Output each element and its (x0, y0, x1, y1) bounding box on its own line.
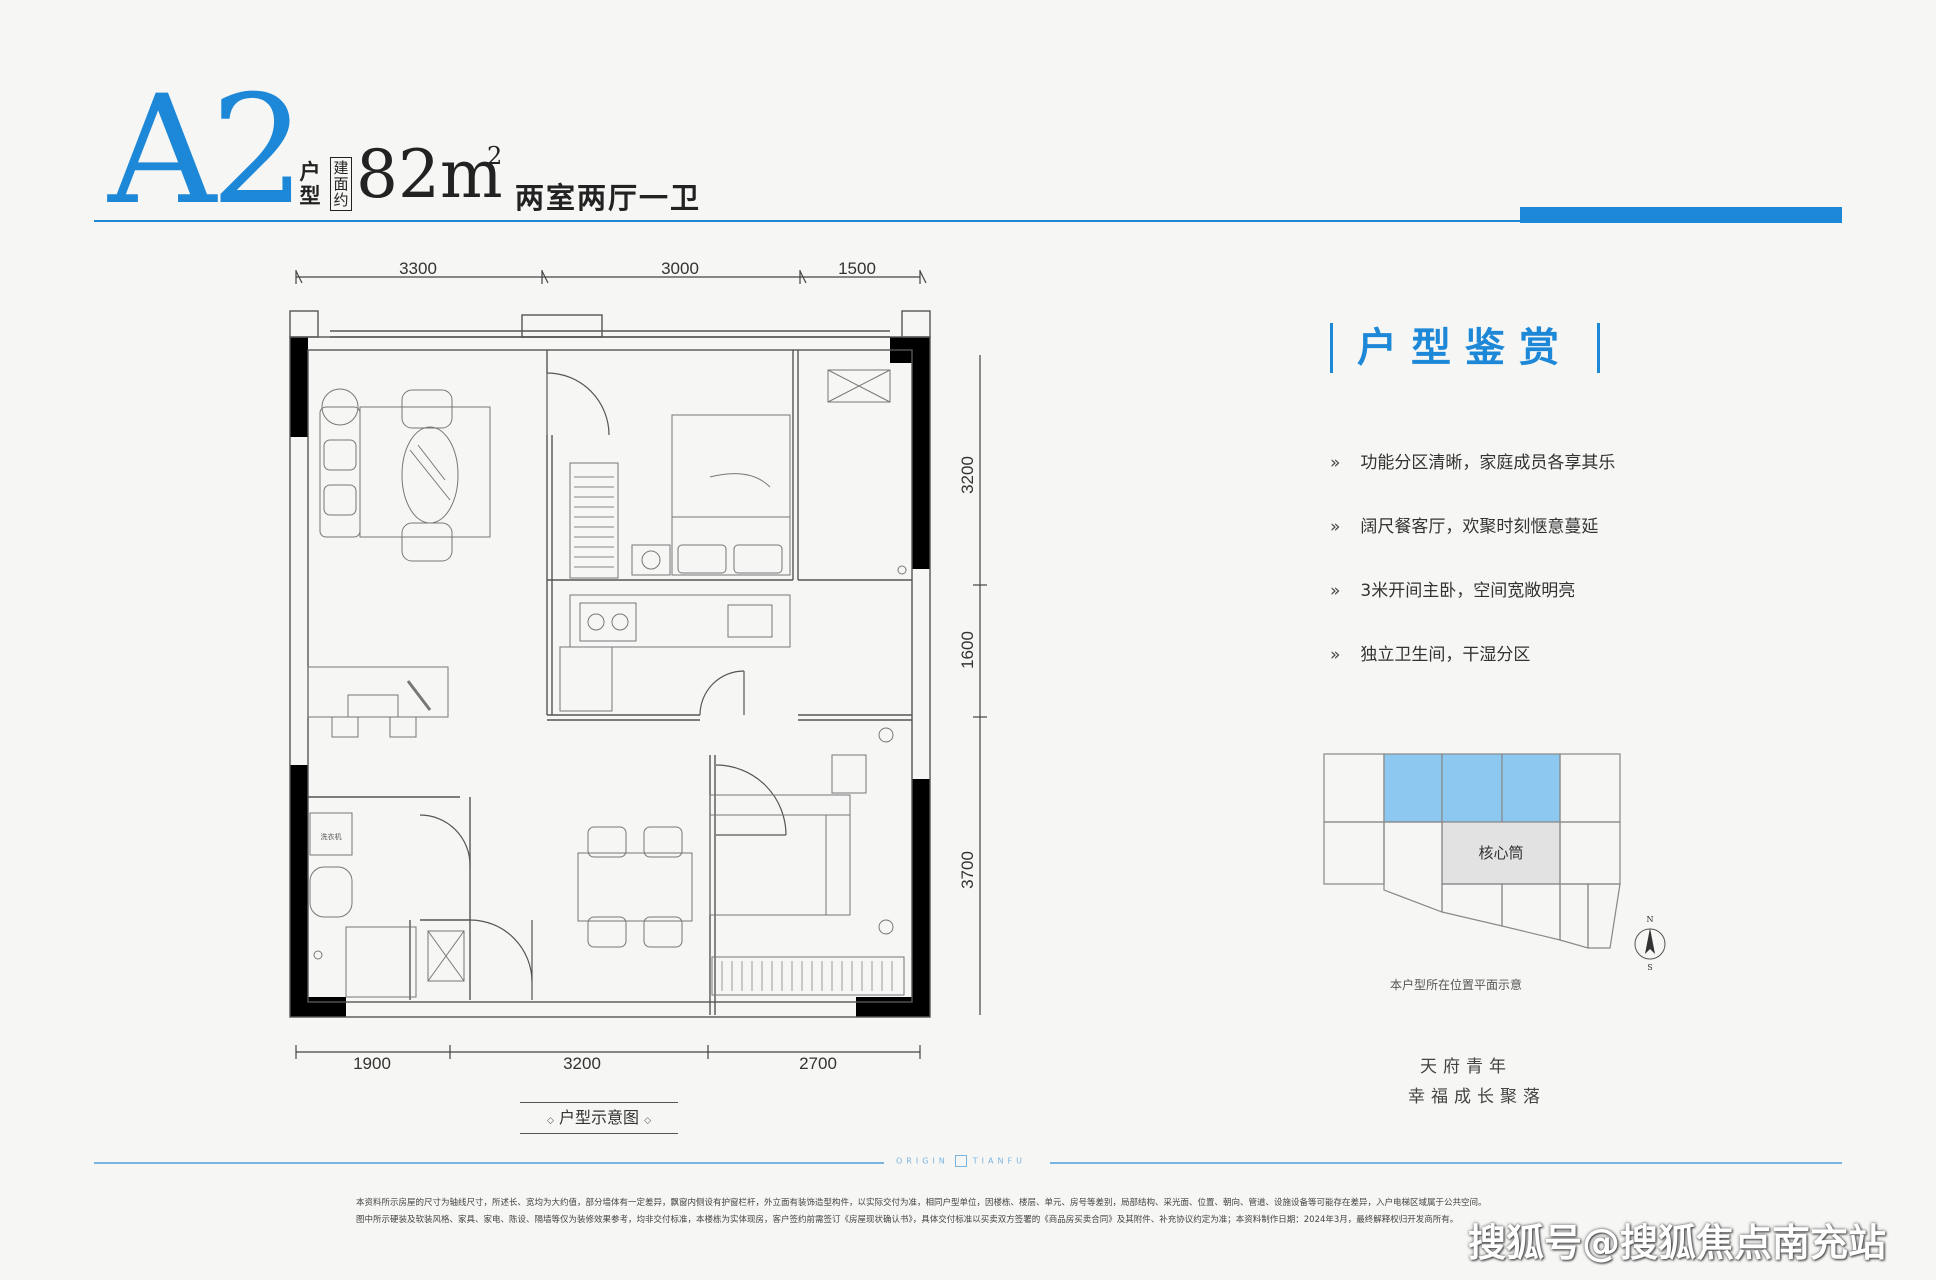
title-underline (94, 220, 1842, 222)
type-code: A2 (108, 64, 306, 238)
gallery-title: 户型鉴赏 (1330, 323, 1600, 373)
plant (321, 388, 359, 426)
disclaimer-line-1: 本资料所示房屋的尺寸为轴线尺寸，所述长、宽均为大约值，部分墙体有一定差异，飘窗内… (356, 1198, 1487, 1208)
washer-label: 洗衣机 (321, 832, 342, 841)
wall-nw (290, 337, 308, 437)
dim-bottom-2: 3200 (563, 1054, 601, 1073)
plan-caption: ◇ 户型示意图 ◇ (520, 1102, 678, 1134)
kitchen-counter (569, 594, 791, 648)
bullet-chevron-icon: » (1330, 453, 1341, 473)
area-unit-superscript: 2 (487, 142, 503, 170)
bullet-chevron-icon: » (1330, 581, 1341, 601)
bullet-chevron-icon: » (1330, 645, 1341, 665)
brand-mark-icon (954, 1155, 967, 1167)
footer-rule-right (1050, 1162, 1842, 1164)
floor-plan: 洗衣机 3300 3000 1500 1900 3200 2700 6000 2… (289, 259, 987, 1073)
feature-text: 功能分区清晰，家庭成员各享其乐 (1360, 453, 1616, 473)
dim-right-2: 1600 (958, 631, 977, 669)
wall-se (912, 779, 930, 1017)
title-accent-bar (1520, 207, 1842, 223)
wall-ne (912, 337, 930, 569)
brand-logo: ORIGIN TIANFU (896, 1155, 1026, 1167)
highlight-unit-1 (1383, 753, 1443, 823)
dim-right-1: 3200 (958, 456, 977, 494)
desk-chair (831, 754, 867, 794)
feature-item: » 独立卫生间，干湿分区 (1330, 640, 1530, 665)
location-caption: 本户型所在位置平面示意 (1390, 978, 1523, 992)
type-label: 户型 (299, 160, 321, 208)
diamond-icon: ◇ (644, 1116, 652, 1126)
living-rug (359, 406, 491, 538)
dim-right-3: 3700 (958, 851, 977, 889)
toilet (309, 866, 353, 918)
dim-bottom-1: 1900 (353, 1054, 391, 1073)
highlight-unit-2 (1441, 753, 1503, 823)
wall-se-bottom (856, 997, 930, 1017)
master-bed (671, 414, 791, 576)
tv-cabinet (307, 666, 449, 718)
location-map: 核心筒 N S (1323, 753, 1666, 970)
slogan-line-1: 天府青年 (1420, 1057, 1512, 1077)
sofa (319, 406, 361, 538)
dining-table (577, 852, 693, 922)
feature-item: » 阔尺餐客厅，欢聚时刻惬意蔓延 (1330, 512, 1598, 537)
dim-top-1: 3300 (399, 259, 437, 278)
dim-bottom-3: 2700 (799, 1054, 837, 1073)
feature-text: 3米开间主卧，空间宽敞明亮 (1360, 581, 1576, 601)
slogan-line-2: 幸福成长聚落 (1408, 1087, 1546, 1107)
brand-left: ORIGIN (896, 1156, 949, 1166)
compass-icon: N S (1634, 915, 1666, 970)
brand-right: TIANFU (972, 1156, 1026, 1166)
cabinet (427, 930, 465, 982)
core-label: 核心筒 (1478, 844, 1523, 862)
sink (727, 604, 773, 638)
area-value: 82m (356, 136, 503, 213)
compass-s: S (1647, 963, 1652, 970)
feature-text: 独立卫生间，干湿分区 (1360, 645, 1531, 665)
cooktop (579, 602, 637, 642)
second-bed (709, 794, 851, 916)
wardrobe (569, 462, 619, 579)
washer (309, 812, 353, 856)
feature-item: » 功能分区清晰，家庭成员各享其乐 (1330, 448, 1615, 473)
feature-text: 阔尺餐客厅，欢聚时刻惬意蔓延 (1360, 517, 1599, 537)
highlight-unit-3 (1501, 753, 1561, 823)
area-label: 建面约 (330, 157, 352, 211)
wall-sw (290, 765, 308, 1017)
wall-sw-bottom (290, 997, 346, 1017)
plan-caption-text: 户型示意图 (558, 1108, 639, 1127)
hvac-unit (827, 369, 891, 403)
diamond-icon: ◇ (546, 1116, 554, 1126)
core-tube (1441, 821, 1561, 885)
dim-top-2: 3000 (661, 259, 699, 278)
layout-description: 两室两厅一卫 (515, 181, 702, 215)
dim-top-3: 1500 (838, 259, 876, 278)
fridge (559, 646, 613, 712)
bullet-chevron-icon: » (1330, 517, 1341, 537)
disclaimer-line-2: 图中所示硬装及软装风格、家具、家电、陈设、隔墙等仅为装修效果参考，均非交付标准，… (356, 1215, 1459, 1225)
watermark: 搜狐号@搜狐焦点南充站 (1468, 1221, 1887, 1265)
feature-item: » 3米开间主卧，空间宽敞明亮 (1330, 576, 1575, 601)
footer-rule-left (94, 1162, 884, 1164)
bay-window-rail (711, 956, 905, 996)
compass-n: N (1647, 915, 1654, 924)
shower (345, 926, 417, 998)
